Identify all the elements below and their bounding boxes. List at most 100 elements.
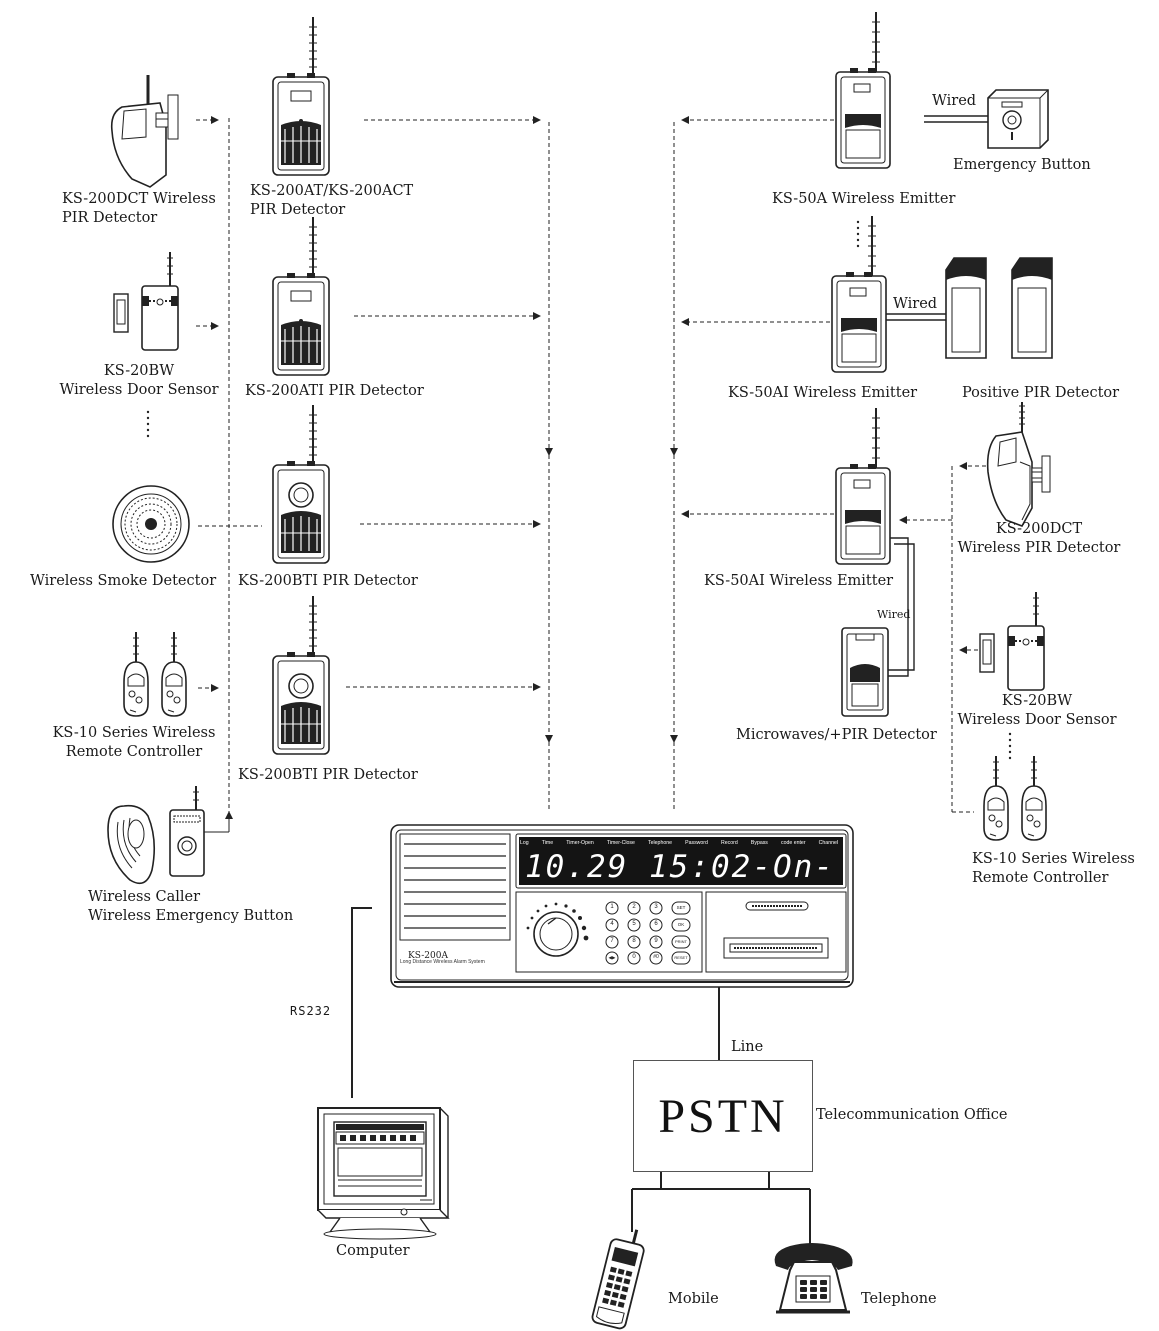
label-ks200bti-2: KS-200BTI PIR Detector: [238, 767, 418, 783]
label-ks20bw-right-line2: Wireless Door Sensor: [957, 712, 1117, 728]
label-ks200dct-left-line1: KS-200DCT Wireless: [62, 191, 216, 207]
ellipsis-right-bottom: [1008, 732, 1012, 760]
label-microwave-pir: Microwaves/+PIR Detector: [736, 727, 937, 743]
smoke-detector-device: [112, 485, 190, 563]
ks200bti-device-2: [272, 595, 330, 755]
panel-key-hash: #0: [653, 954, 659, 960]
label-wired-top: Wired: [932, 93, 977, 109]
ks200bti-device-1: [272, 404, 330, 564]
label-ks20bw-left-line1: KS-20BW: [103, 363, 175, 379]
label-wired-mid: Wired: [893, 296, 938, 312]
mobile-device: [591, 1229, 645, 1330]
label-positive-pir: Positive PIR Detector: [962, 385, 1120, 401]
alarm-control-panel: [390, 824, 854, 988]
label-ks200at-act-line2: PIR Detector: [250, 202, 346, 218]
panel-key-reset: RESET: [674, 955, 688, 960]
panel-header-record: Record: [721, 840, 738, 846]
ellipsis-left: [146, 410, 150, 438]
label-ks20bw-right-line1: KS-20BW: [1001, 693, 1073, 709]
label-ks20bw-left: KS-20BW Wireless Door Sensor: [54, 362, 224, 400]
label-ks200bti-1: KS-200BTI PIR Detector: [238, 573, 418, 589]
panel-subtitle: Long Distance Wireless Alarm System: [400, 959, 485, 965]
ks20bw-left-device: [113, 251, 179, 351]
panel-key-4: 4: [610, 921, 614, 927]
panel-header-password: Password: [685, 840, 708, 846]
label-telephone: Telephone: [861, 1291, 937, 1307]
label-ks200dct-left: KS-200DCT Wireless PIR Detector: [62, 190, 216, 228]
panel-key-ok: OK: [677, 922, 685, 927]
label-telecom-office: Telecommunication Office: [816, 1107, 1008, 1123]
panel-header-telephone: Telephone: [648, 840, 672, 846]
panel-header-channel: Channel: [818, 840, 838, 846]
ellipsis-right-top: [856, 220, 860, 248]
panel-key-print: PRINT: [675, 939, 687, 944]
label-caller: Wireless Caller Wireless Emergency Butto…: [88, 888, 293, 926]
label-remote-left-line2: Remote Controller: [65, 744, 203, 760]
label-ks50ai-1: KS-50AI Wireless Emitter: [728, 385, 918, 401]
label-ks200dct-right-line2: Wireless PIR Detector: [957, 540, 1121, 556]
label-emergency-button: Emergency Button: [953, 157, 1091, 173]
ks200at-act-device: [272, 16, 330, 176]
center-right-bus: [670, 116, 834, 812]
panel-key-set: SET: [676, 905, 686, 910]
panel-model: KS-200A: [408, 951, 448, 961]
panel-key-0: 0: [632, 954, 636, 960]
panel-header-bypass: Bypass: [750, 840, 768, 846]
center-left-bus: [346, 116, 553, 812]
label-wired-small: Wired: [877, 608, 911, 621]
label-smoke-detector: Wireless Smoke Detector: [30, 573, 217, 589]
pstn-box: PSTN: [633, 1060, 813, 1172]
panel-key-arrows: ◀▶: [608, 955, 616, 960]
label-caller-line1: Wireless Caller: [88, 889, 201, 905]
caller-device: [107, 786, 205, 885]
panel-key-2: 2: [632, 904, 636, 910]
ks200ati-device: [272, 216, 330, 376]
panel-key-5: 5: [632, 921, 636, 927]
label-ks200dct-right-line1: KS-200DCT: [995, 521, 1083, 537]
label-mobile: Mobile: [668, 1291, 719, 1307]
positive-pir-device: [886, 257, 1053, 359]
panel-display: 10.29 15:02-On-: [525, 849, 835, 885]
label-ks200dct-left-line2: PIR Detector: [62, 210, 158, 226]
remote-left-device: [123, 631, 187, 717]
panel-key-9: 9: [654, 938, 658, 944]
label-ks20bw-right: KS-20BW Wireless Door Sensor: [956, 692, 1118, 730]
label-ks20bw-left-line2: Wireless Door Sensor: [59, 382, 219, 398]
panel-key-6: 6: [654, 921, 658, 927]
label-computer: Computer: [336, 1243, 410, 1259]
label-remote-left: KS-10 Series Wireless Remote Controller: [44, 724, 224, 762]
left-bus: [196, 116, 262, 832]
label-ks200at-act-line1: KS-200AT/KS-200ACT: [250, 183, 414, 199]
ks50a-device: [835, 11, 891, 169]
label-remote-right-line1: KS-10 Series Wireless: [972, 851, 1135, 867]
emergency-button-device: [924, 89, 1049, 149]
rs232-link: [351, 907, 372, 1098]
label-caller-line2: Wireless Emergency Button: [88, 908, 294, 924]
panel-header-code-enter: code enter: [781, 840, 806, 846]
label-remote-right: KS-10 Series Wireless Remote Controller: [972, 850, 1135, 888]
panel-header-timer-open: Timer-Open: [566, 840, 594, 846]
computer-device: [317, 1107, 450, 1240]
panel-key-3: 3: [654, 904, 658, 910]
label-rs232: RS232: [290, 1004, 332, 1018]
label-ks50a: KS-50A Wireless Emitter: [772, 191, 956, 207]
telephone-device: [774, 1243, 853, 1314]
microwave-pir-device: [841, 537, 915, 717]
ks200dct-right-device: [986, 401, 1051, 527]
ks20bw-right-device: [979, 591, 1045, 691]
right-bus: [899, 462, 986, 813]
label-remote-right-line2: Remote Controller: [972, 870, 1109, 886]
panel-header-time: Time: [541, 840, 554, 846]
label-line: Line: [731, 1039, 764, 1055]
panel-key-7: 7: [610, 938, 614, 944]
pstn-link: [631, 987, 811, 1248]
ks200dct-left-device: [110, 75, 179, 188]
ks50ai-device-2: [835, 407, 891, 565]
label-ks200ati: KS-200ATI PIR Detector: [245, 383, 424, 399]
label-ks200at-act: KS-200AT/KS-200ACT PIR Detector: [250, 182, 413, 220]
label-ks50ai-2: KS-50AI Wireless Emitter: [704, 573, 894, 589]
panel-header-row: Log Time Timer-Open Timer-Close Telephon…: [520, 838, 838, 848]
label-remote-left-line1: KS-10 Series Wireless: [52, 725, 216, 741]
panel-header-timer-close: Timer-Close: [606, 840, 635, 846]
